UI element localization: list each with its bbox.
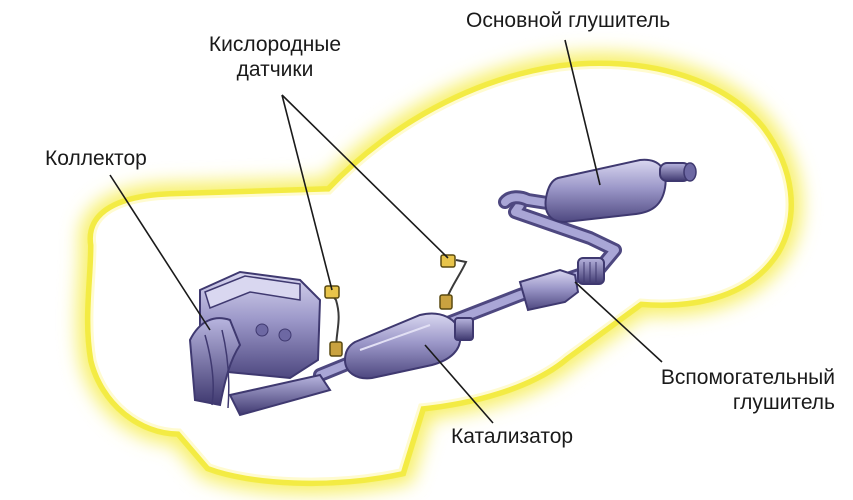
leader-catalyst [424, 344, 494, 424]
label-auxiliary-muffler-line1: Вспомогательный [660, 366, 835, 389]
oxygen-sensor-rear [439, 254, 468, 310]
engine-manifold [188, 270, 332, 417]
label-manifold: Коллектор [45, 147, 147, 170]
leader-auxiliary-muffler [574, 281, 663, 363]
oxygen-sensor-front [324, 285, 343, 357]
leader-oxygen-sensor-rear [281, 94, 449, 259]
label-oxygen-sensors: Кислородные датчики [195, 32, 355, 82]
label-oxygen-sensors-line2: датчики [236, 58, 314, 81]
label-catalyst: Катализатор [451, 425, 574, 448]
label-auxiliary-muffler-line2: глушитель [732, 391, 835, 414]
leader-lines [109, 39, 663, 424]
leader-main-muffler [564, 39, 601, 186]
leader-oxygen-sensor-front [281, 94, 333, 291]
auxiliary-muffler [518, 257, 605, 312]
car-body-outline [76, 52, 802, 495]
label-auxiliary-muffler: Вспомогательный глушитель [630, 365, 835, 415]
label-oxygen-sensors-line1: Кислородные [208, 33, 342, 56]
label-main-muffler: Основной глушитель [466, 9, 671, 32]
main-muffler [544, 158, 697, 224]
leader-manifold [109, 174, 211, 331]
catalytic-converter [343, 312, 474, 380]
